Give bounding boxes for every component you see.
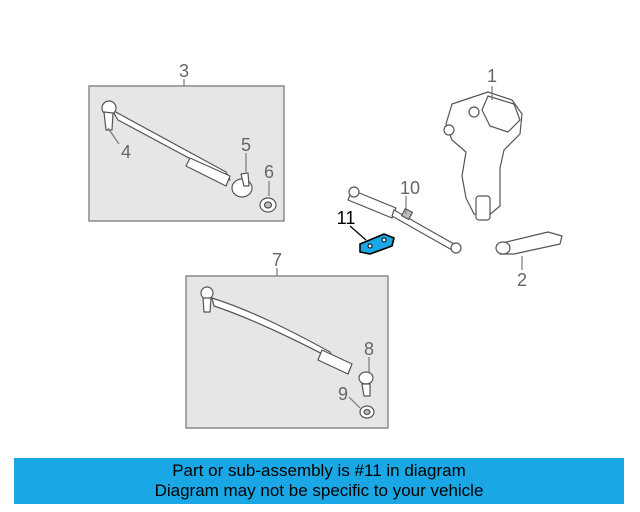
damper-bracket-hole-b bbox=[381, 237, 387, 243]
callout-1: 1 bbox=[487, 66, 497, 86]
callout-6: 6 bbox=[264, 162, 274, 182]
steering-gear-port-a bbox=[443, 124, 455, 136]
steering-damper bbox=[347, 186, 462, 254]
drag-link-nut bbox=[359, 405, 375, 419]
info-banner: Part or sub-assembly is #11 in diagram D… bbox=[14, 458, 624, 504]
steering-gear bbox=[443, 86, 523, 221]
drag-link-end-left-stud bbox=[202, 297, 212, 313]
tie-rod-end-right-stud bbox=[240, 172, 250, 187]
steering-damper-cylinder bbox=[347, 189, 397, 219]
callout-2: 2 bbox=[517, 270, 527, 290]
damper-bracket-body[interactable] bbox=[359, 233, 395, 255]
callout-9: 9 bbox=[338, 384, 348, 404]
pitman-arm-eye bbox=[495, 241, 511, 255]
callout-4: 4 bbox=[121, 142, 131, 162]
steering-damper-collar bbox=[400, 207, 414, 221]
tie-rod-assembly-group bbox=[88, 79, 285, 222]
drag-link-end-right bbox=[358, 371, 374, 385]
banner-line-disclaimer: Diagram may not be specific to your vehi… bbox=[154, 481, 484, 500]
callout-10: 10 bbox=[400, 178, 420, 198]
tie-rod-end-left-stud bbox=[103, 111, 114, 131]
drag-link-sleeve bbox=[317, 349, 353, 375]
callout-5: 5 bbox=[241, 135, 251, 155]
banner-line-part: Part or sub-assembly is #11 in diagram bbox=[172, 461, 466, 480]
steering-gear-cover bbox=[481, 95, 521, 133]
steering-damper-eye-right bbox=[450, 242, 462, 254]
drag-link-assembly-group bbox=[185, 268, 389, 429]
callout-3: 3 bbox=[179, 61, 189, 81]
damper-bracket[interactable] bbox=[349, 225, 395, 255]
damper-bracket-hole-a bbox=[367, 243, 373, 249]
steering-damper-eye-left bbox=[348, 186, 360, 198]
tie-rod-sleeve bbox=[185, 157, 231, 187]
pitman-arm bbox=[495, 231, 563, 270]
callout-11: 11 bbox=[337, 208, 356, 228]
drag-link-end-left bbox=[200, 286, 214, 300]
steering-gear-port-b bbox=[468, 106, 480, 118]
callout-7: 7 bbox=[272, 250, 282, 270]
parts-diagram: 3 4 5 6 1 10 11 2 7 8 9 bbox=[88, 61, 563, 429]
castle-nut bbox=[259, 197, 277, 213]
drag-link-end-right-stud bbox=[361, 383, 371, 397]
steering-gear-input-shaft bbox=[475, 195, 491, 221]
callout-8: 8 bbox=[364, 339, 374, 359]
